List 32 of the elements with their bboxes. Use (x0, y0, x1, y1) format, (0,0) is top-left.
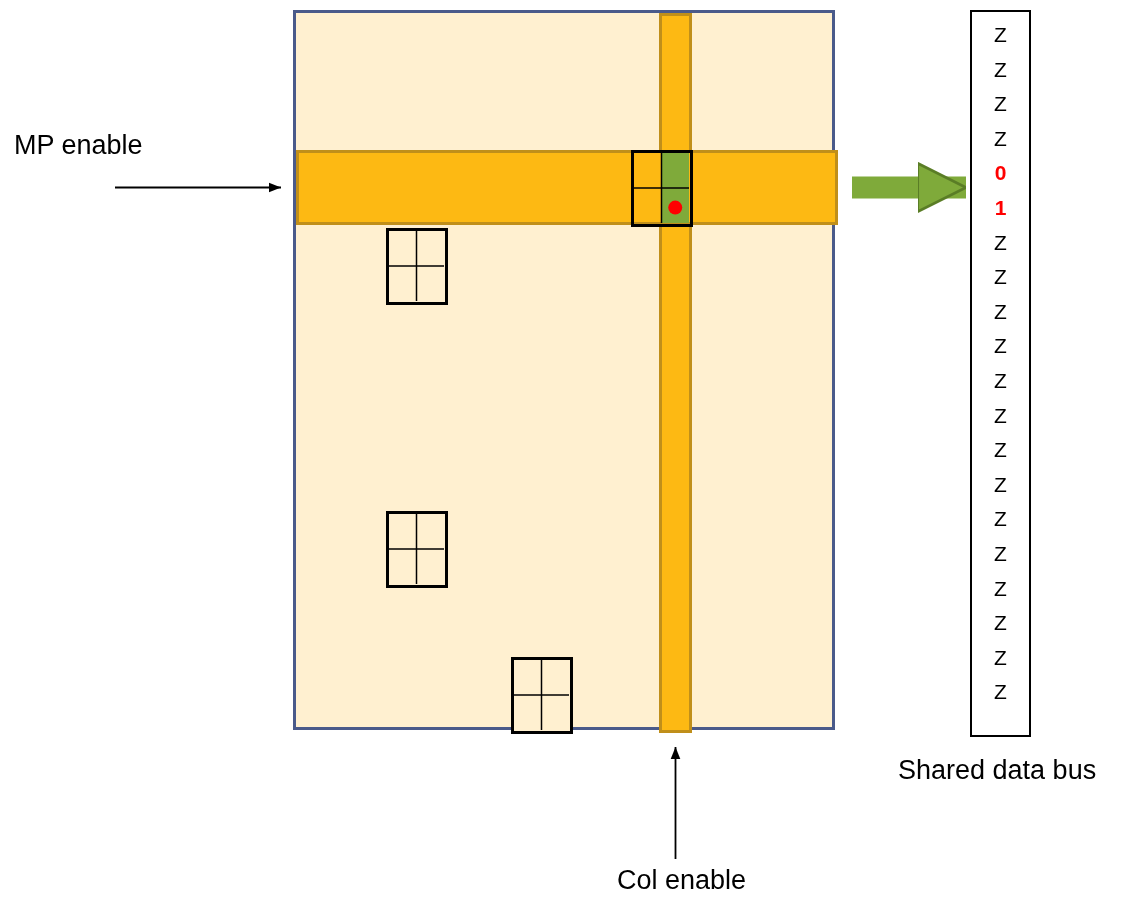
bus-bit-value: Z (993, 541, 1008, 567)
bus-bit-value: Z (993, 679, 1008, 706)
row-band (296, 150, 838, 225)
bus-bit-value: Z (993, 506, 1008, 533)
input-label: MP enable (14, 130, 143, 160)
bus-caption: Shared data bus (898, 755, 1097, 786)
bus-bit-value: Z (993, 229, 1008, 256)
memory-cell-grid (631, 150, 693, 227)
bus-bit-value: Z (993, 264, 1008, 291)
bus-bit-value: Z (993, 644, 1008, 671)
input-label: Col enable (617, 865, 747, 895)
bus-bit-value: Z (993, 56, 1008, 83)
bus-bit-value: Z (993, 333, 1008, 360)
bus-bit-value: Z (993, 610, 1008, 637)
memory-cell-grid (386, 511, 448, 588)
bus-bit-value: Z (993, 575, 1008, 602)
bus-bit-value: Z (993, 22, 1008, 48)
bus-bit-value: 0 (993, 160, 1008, 187)
bus-bit-value: Z (993, 298, 1008, 325)
bus-bit-value: Z (993, 437, 1008, 464)
bus-bit-value: Z (993, 402, 1008, 429)
memory-cell-grid (386, 228, 448, 305)
bus-bit-value: 1 (993, 195, 1008, 221)
arrow (114, 182, 282, 193)
output-arrow (852, 161, 968, 214)
data-bus-column (970, 10, 1031, 737)
bus-bit-value: Z (993, 91, 1008, 118)
arrow (670, 746, 681, 860)
memory-cell-grid (511, 657, 573, 734)
bus-bit-value: Z (993, 471, 1008, 498)
bus-bit-value: Z (993, 368, 1008, 394)
bus-bit-value: Z (993, 125, 1008, 152)
